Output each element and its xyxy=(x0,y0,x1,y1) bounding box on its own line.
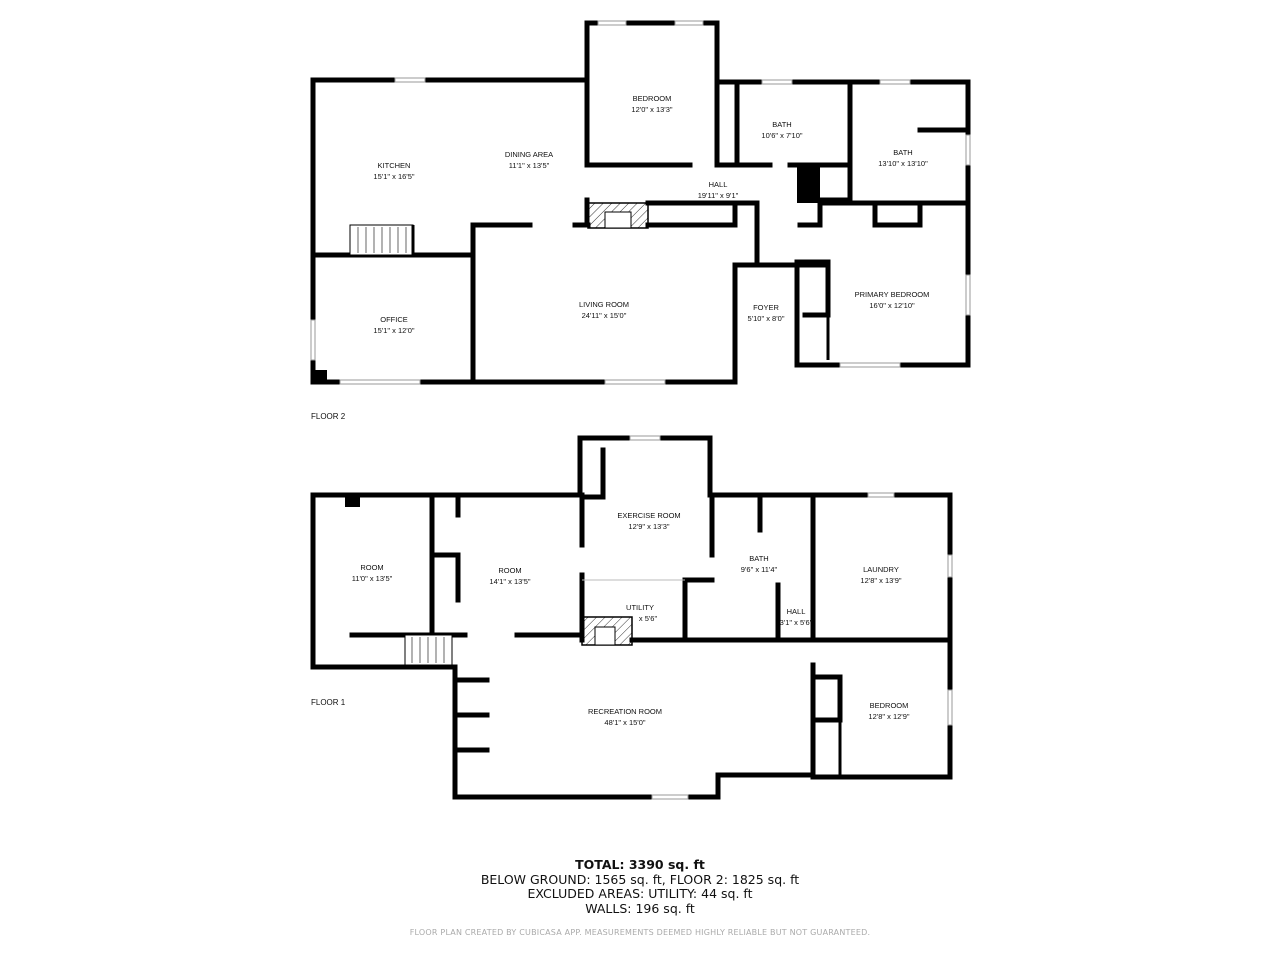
room-size: 5'10" x 8'0" xyxy=(747,314,785,323)
room-size: x 5'6" xyxy=(638,614,658,623)
room-kitchen: KITCHEN 15'1" x 16'5" xyxy=(373,160,414,182)
room-name: HALL xyxy=(786,607,806,616)
floor-2-walls xyxy=(310,20,971,385)
room-size: 11'0" x 13'5" xyxy=(351,574,393,583)
room-size: 15'1" x 16'5" xyxy=(373,172,415,181)
area-breakdown: BELOW GROUND: 1565 sq. ft, FLOOR 2: 1825… xyxy=(480,871,800,887)
room-primary-bedroom: PRIMARY BEDROOM 16'0" x 12'10" xyxy=(855,289,930,311)
room-size: 3'1" x 5'6" xyxy=(779,618,813,627)
room-name: DINING AREA xyxy=(504,150,554,159)
room-size: 12'0" x 13'3" xyxy=(631,105,673,114)
area-summary: TOTAL: 3390 sq. ft BELOW GROUND: 1565 sq… xyxy=(0,857,1280,916)
room-name: BATH xyxy=(749,554,769,563)
room-name: KITCHEN xyxy=(377,161,411,170)
total-area: TOTAL: 3390 sq. ft xyxy=(575,857,705,872)
walls-area: WALLS: 196 sq. ft xyxy=(585,900,695,916)
room-foyer: FOYER 5'10" x 8'0" xyxy=(748,302,785,324)
room-name: OFFICE xyxy=(380,315,408,324)
room-room: ROOM 11'0" x 13'5" xyxy=(352,562,393,584)
room-size: 14'1" x 13'5" xyxy=(489,577,531,586)
room-living-room: LIVING ROOM 24'11" x 15'0" xyxy=(579,299,629,321)
room-office: OFFICE 15'1" x 12'0" xyxy=(373,314,414,336)
room-bath-2: BATH 13'10" x 13'10" xyxy=(878,147,927,169)
room-size: 24'11" x 15'0" xyxy=(581,311,627,320)
room-name: ROOM xyxy=(360,563,384,572)
room-size: 16'0" x 12'10" xyxy=(869,301,915,310)
room-size: 48'1" x 15'0" xyxy=(604,718,646,727)
disclaimer: FLOOR PLAN CREATED BY CUBICASA APP. MEAS… xyxy=(409,928,871,937)
room-name: BATH xyxy=(893,148,913,157)
room-laundry: LAUNDRY 12'8" x 13'9" xyxy=(860,564,901,586)
room-hall: HALL 3'1" x 5'6" xyxy=(780,606,813,628)
room-utility: UTILITY x 5'6" xyxy=(623,602,657,624)
room-size: 10'6" x 7'10" xyxy=(761,131,803,140)
room-name: BEDROOM xyxy=(869,701,909,710)
room-bedroom: BEDROOM 12'8" x 12'9" xyxy=(868,700,909,722)
room-name: PRIMARY BEDROOM xyxy=(854,290,930,299)
room-name: UTILITY xyxy=(626,603,654,612)
room-room-2: ROOM 14'1" x 13'5" xyxy=(489,565,530,587)
room-name: RECREATION ROOM xyxy=(587,707,663,716)
floor-1-label: FLOOR 1 xyxy=(311,698,346,707)
room-bath: BATH 9'6" x 11'4" xyxy=(741,553,777,575)
floor-1-walls xyxy=(310,435,953,800)
room-size: 19'11" x 9'1" xyxy=(697,191,739,200)
room-name: FOYER xyxy=(753,303,779,312)
room-size: 12'8" x 12'9" xyxy=(868,712,910,721)
room-size: 15'1" x 12'0" xyxy=(373,326,415,335)
floor-2-label: FLOOR 2 xyxy=(311,412,346,421)
room-bath: BATH 10'6" x 7'10" xyxy=(761,119,802,141)
room-size: 11'1" x 13'5" xyxy=(508,161,550,170)
room-size: 9'6" x 11'4" xyxy=(740,565,778,574)
room-hall: HALL 19'11" x 9'1" xyxy=(698,179,739,201)
room-exercise-room: EXERCISE ROOM 12'9" x 13'3" xyxy=(617,510,680,532)
room-recreation-room: RECREATION ROOM 48'1" x 15'0" xyxy=(588,706,662,728)
room-size: 13'10" x 13'10" xyxy=(878,159,928,168)
room-name: LAUNDRY xyxy=(863,565,899,574)
room-name: LIVING ROOM xyxy=(578,300,630,309)
room-size: 12'9" x 13'3" xyxy=(628,522,670,531)
room-bedroom: BEDROOM 12'0" x 13'3" xyxy=(631,93,672,115)
excluded-areas: EXCLUDED AREAS: UTILITY: 44 sq. ft xyxy=(527,886,753,901)
room-name: HALL xyxy=(708,180,728,189)
room-dining-area: DINING AREA 11'1" x 13'5" xyxy=(505,149,553,171)
room-name: BATH xyxy=(772,120,792,129)
room-name: BEDROOM xyxy=(632,94,672,103)
room-name: ROOM xyxy=(498,566,522,575)
room-name: EXERCISE ROOM xyxy=(617,511,681,520)
room-size: 12'8" x 13'9" xyxy=(860,576,902,585)
